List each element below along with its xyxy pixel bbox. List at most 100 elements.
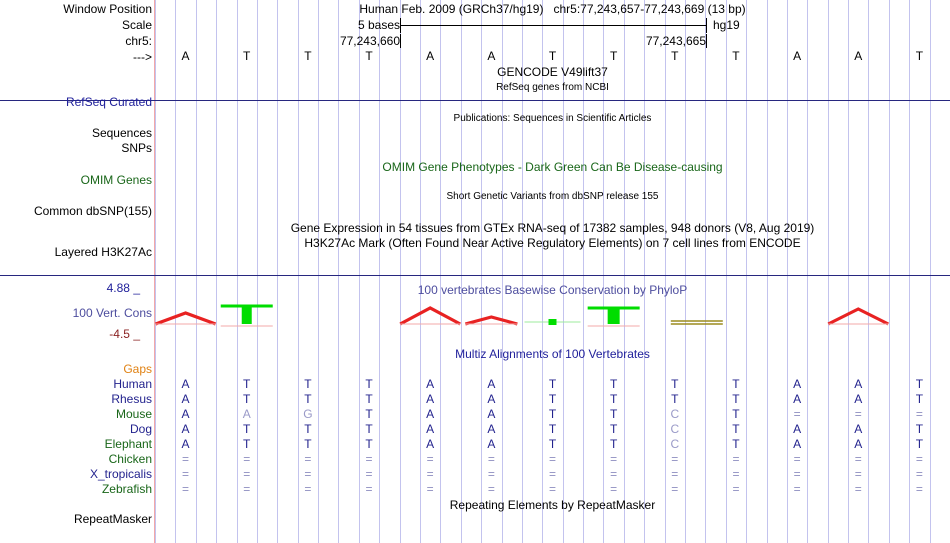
scale-tick-right <box>706 18 707 33</box>
align-base: T <box>304 422 312 436</box>
reference-base: T <box>671 49 679 63</box>
track-title-repeatmasker[interactable]: Repeating Elements by RepeatMasker <box>449 498 656 512</box>
align-base: A <box>487 422 496 436</box>
gridline <box>685 0 686 543</box>
align-base: T <box>609 407 618 421</box>
align-base: C <box>670 407 680 421</box>
align-base: A <box>181 392 190 406</box>
align-base: A <box>793 422 802 436</box>
align-base: A <box>426 392 435 406</box>
species-label-human[interactable]: Human <box>113 377 152 391</box>
align-base: = <box>915 452 923 466</box>
label-common-dbsnp[interactable]: Common dbSNP(155) <box>33 204 152 218</box>
gridline <box>889 0 890 543</box>
align-base: = <box>610 452 618 466</box>
scale-tick-left <box>400 18 401 33</box>
gridline <box>624 0 625 543</box>
species-label-chicken[interactable]: Chicken <box>108 452 152 466</box>
gridline <box>440 0 441 543</box>
align-base: = <box>487 452 495 466</box>
gridline <box>359 0 360 543</box>
gridline <box>767 0 768 543</box>
ruler-coord-left: 77,243,660 <box>339 34 400 48</box>
align-base: = <box>426 482 434 496</box>
align-base: T <box>304 437 312 451</box>
label-repeatmasker[interactable]: RepeatMasker <box>73 512 152 526</box>
align-base: T <box>365 437 373 451</box>
align-base: = <box>915 467 923 481</box>
align-base: T <box>915 422 924 436</box>
gridline <box>237 0 238 543</box>
ruler-coord-right: 77,243,665 <box>645 34 706 48</box>
gridline <box>563 0 564 543</box>
align-base: = <box>426 452 434 466</box>
gridline <box>930 0 931 543</box>
align-base: A <box>426 437 435 451</box>
track-title-phylop[interactable]: 100 vertebrates Basewise Conservation by… <box>417 283 688 297</box>
align-base: T <box>548 377 557 391</box>
species-label-rhesus[interactable]: Rhesus <box>111 392 152 406</box>
label-omim-genes[interactable]: OMIM Genes <box>80 173 152 187</box>
assembly-name: Human Feb. 2009 (GRCh37/hg19) <box>359 2 544 16</box>
align-base: T <box>365 407 373 421</box>
align-base: = <box>793 452 801 466</box>
conservation-negative-peak <box>155 311 217 326</box>
align-base: = <box>182 467 190 481</box>
align-base: T <box>243 392 251 406</box>
gridline <box>379 0 380 543</box>
label-refseq-curated[interactable]: RefSeq Curated <box>65 95 152 109</box>
align-base: = <box>243 452 251 466</box>
align-base: C <box>670 422 680 436</box>
label-layered-h3k27ac[interactable]: Layered H3K27Ac <box>54 245 152 259</box>
align-base: A <box>854 422 863 436</box>
label-snps[interactable]: SNPs <box>121 141 152 155</box>
label-window-position: Window Position <box>63 2 152 16</box>
conservation-small-positive <box>548 319 557 325</box>
track-title-refseq[interactable]: RefSeq genes from NCBI <box>496 82 609 93</box>
reference-base: A <box>487 49 496 63</box>
track-title-gtex[interactable]: Gene Expression in 54 tissues from GTEx … <box>290 221 815 235</box>
reference-base: A <box>854 49 863 63</box>
align-base: T <box>243 377 251 391</box>
gridline <box>542 0 543 543</box>
align-base: = <box>915 407 923 421</box>
species-label-mouse[interactable]: Mouse <box>115 407 152 421</box>
species-label-zebrafish[interactable]: Zebrafish <box>101 482 152 496</box>
gridline <box>828 0 829 543</box>
align-base: T <box>548 407 557 421</box>
align-base: = <box>793 467 801 481</box>
label-gaps[interactable]: Gaps <box>123 362 152 376</box>
align-base: = <box>304 467 312 481</box>
label-100-vert-cons[interactable]: 100 Vert. Cons <box>72 306 152 320</box>
phylop-conservation-svg <box>155 304 889 327</box>
align-base: = <box>487 482 495 496</box>
label-sequences[interactable]: Sequences <box>91 126 152 140</box>
align-base: = <box>854 452 862 466</box>
align-base: A <box>426 377 435 391</box>
track-title-omim[interactable]: OMIM Gene Phenotypes - Dark Green Can Be… <box>382 160 723 174</box>
align-base: = <box>610 467 618 481</box>
gridline <box>481 0 482 543</box>
track-title-publications[interactable]: Publications: Sequences in Scientific Ar… <box>453 113 652 124</box>
track-title-dbsnp[interactable]: Short Genetic Variants from dbSNP releas… <box>446 191 659 202</box>
align-base: T <box>548 422 557 436</box>
track-title-h3k27ac[interactable]: H3K27Ac Mark (Often Found Near Active Re… <box>304 236 801 250</box>
align-base: = <box>243 482 251 496</box>
align-base: = <box>304 482 312 496</box>
species-label-elephant[interactable]: Elephant <box>104 437 152 451</box>
align-base: A <box>181 377 190 391</box>
align-base: T <box>732 407 740 421</box>
align-base: A <box>242 407 251 421</box>
align-base: A <box>487 407 496 421</box>
align-base: A <box>793 437 802 451</box>
track-title-gencode[interactable]: GENCODE V49lift37 <box>497 65 608 79</box>
species-label-dog[interactable]: Dog <box>129 422 152 436</box>
species-label-x_tropicalis[interactable]: X_tropicalis <box>89 467 152 481</box>
track-title-multiz[interactable]: Multiz Alignments of 100 Vertebrates <box>455 347 650 361</box>
align-base: = <box>182 482 190 496</box>
align-base: = <box>548 482 556 496</box>
align-base: T <box>732 422 740 436</box>
gridline <box>583 0 584 543</box>
reference-base: T <box>243 49 251 63</box>
